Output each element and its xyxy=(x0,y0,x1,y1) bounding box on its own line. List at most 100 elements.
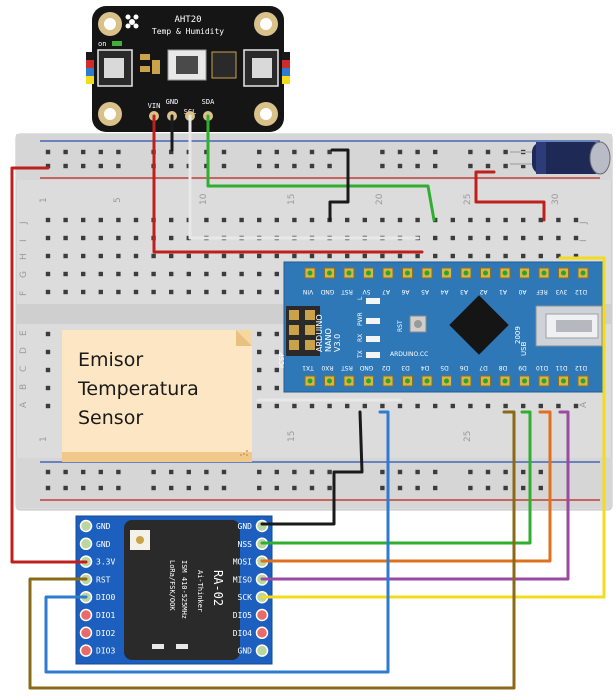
breadboard-hole xyxy=(327,163,332,169)
lora-right-pin xyxy=(255,519,269,533)
wire-mosi-orange xyxy=(260,410,552,563)
breadboard-hole xyxy=(204,469,209,475)
breadboard-hole xyxy=(521,217,526,223)
svg-text:G: G xyxy=(19,271,29,278)
breadboard-hole xyxy=(98,469,103,475)
breadboard-hole xyxy=(116,469,121,475)
breadboard-hole xyxy=(415,163,420,169)
breadboard-hole xyxy=(521,235,526,241)
breadboard-hole xyxy=(81,235,86,241)
breadboard-hole xyxy=(327,469,332,475)
breadboard-hole xyxy=(274,289,279,295)
lora-left-pin xyxy=(79,519,93,533)
col-number-20: 20 xyxy=(375,193,385,205)
breadboard-hole xyxy=(204,485,209,491)
col-number-1-bottom: 1 xyxy=(39,436,49,442)
nano-bottom-pin-label: D3 xyxy=(401,364,410,371)
breadboard-hole xyxy=(345,403,350,409)
breadboard-hole xyxy=(503,217,508,223)
nano-top-pin-label: A0 xyxy=(518,288,526,295)
wire-rst-brown xyxy=(28,410,516,690)
nano-top-pin-label: VIN xyxy=(303,288,313,295)
breadboard-hole xyxy=(468,149,473,155)
breadboard-hole xyxy=(63,469,68,475)
nano-bottom-pin-hole xyxy=(424,378,430,384)
breadboard-hole xyxy=(503,235,508,241)
breadboard-hole xyxy=(521,469,526,475)
breadboard-hole xyxy=(257,289,262,295)
svg-text:A: A xyxy=(579,401,589,408)
capacitor xyxy=(510,141,611,175)
breadboard-hole xyxy=(274,385,279,391)
led-pwr-label: PWR xyxy=(357,312,364,326)
nano-bottom-pin-label: TX1 xyxy=(302,364,315,371)
svg-text:F: F xyxy=(19,291,29,296)
nano-top-pin-label: A1 xyxy=(499,288,507,295)
breadboard-hole xyxy=(345,253,350,259)
breadboard-hole xyxy=(257,469,262,475)
nano-top-pin-hole xyxy=(522,270,527,276)
col-number-25: 25 xyxy=(463,194,473,205)
breadboard-hole xyxy=(397,403,403,409)
breadboard-hole xyxy=(556,253,561,259)
lora-left-pin-label: DIO2 xyxy=(96,629,115,638)
breadboard-hole xyxy=(292,253,297,259)
breadboard-hole xyxy=(239,253,244,259)
rst-label: RST xyxy=(397,320,404,332)
breadboard-hole xyxy=(274,469,279,475)
breadboard-hole xyxy=(573,235,579,241)
note-line-1: Emisor xyxy=(78,349,143,371)
breadboard-hole xyxy=(45,385,51,391)
breadboard-hole xyxy=(415,469,420,475)
svg-text:J: J xyxy=(579,221,589,225)
led-rx xyxy=(366,336,380,342)
nano-top-pin-label: 5V xyxy=(362,288,371,295)
lora-right-pin-label: GND xyxy=(238,522,253,531)
nano-top-pin-hole xyxy=(327,270,332,276)
breadboard-hole xyxy=(450,235,455,241)
nano-pin-labels: VINTX1GNDRX0RSTRST5VGNDA7D2A6D3A5D4A4D5A… xyxy=(302,288,587,371)
nano-top-pin-hole xyxy=(463,270,469,276)
breadboard-hole xyxy=(45,289,51,295)
nano-top-pin-label: A5 xyxy=(421,288,429,295)
breadboard-hole xyxy=(239,217,244,223)
breadboard-hole xyxy=(221,271,227,277)
breadboard-hole xyxy=(503,253,508,259)
nano-bottom-pin-label: GND xyxy=(359,364,373,371)
breadboard-hole xyxy=(151,469,156,475)
breadboard-hole xyxy=(257,331,262,337)
breadboard-hole xyxy=(257,403,262,409)
led-l xyxy=(366,298,380,304)
breadboard-hole xyxy=(98,485,103,491)
note-line-2: Temperatura xyxy=(77,378,199,400)
breadboard-hole xyxy=(292,469,297,475)
breadboard-hole xyxy=(45,403,51,409)
nano-bottom-pin-hole xyxy=(327,378,332,384)
breadboard-hole xyxy=(169,289,174,295)
breadboard-hole xyxy=(538,469,543,475)
breadboard-hole xyxy=(345,217,350,223)
svg-text:I: I xyxy=(19,239,29,242)
nano-bottom-pin-hole xyxy=(561,378,566,384)
breadboard-hole xyxy=(169,149,174,155)
nano-top-pin-hole xyxy=(307,270,313,276)
breadboard-hole xyxy=(397,485,403,491)
breadboard-hole xyxy=(257,163,262,169)
breadboard-hole xyxy=(556,235,561,241)
breadboard-hole xyxy=(116,289,121,295)
breadboard-hole xyxy=(485,217,491,223)
nano-top-pin-label: A6 xyxy=(401,288,409,295)
nano-bottom-pin-hole xyxy=(444,378,449,384)
arduino-site: ARDUINO.CC xyxy=(390,351,428,358)
lora-left-pin-label: RST xyxy=(96,575,111,584)
lora-right-pin-label: MOSI xyxy=(233,558,252,567)
breadboard-hole xyxy=(257,485,262,491)
nano-top-pin-hole xyxy=(541,270,547,276)
lora-module: RA-02 Ai-Thinker ISM 410-525MHz LoRa/FSK… xyxy=(75,515,273,665)
wire-scl-white xyxy=(188,114,420,240)
nano-top-pin-label: RST xyxy=(341,288,353,295)
col-number-15: 15 xyxy=(287,194,297,205)
breadboard-hole xyxy=(415,149,420,155)
arduino-model: NANO xyxy=(324,328,333,352)
nano-bottom-pin-label: D5 xyxy=(440,364,449,371)
